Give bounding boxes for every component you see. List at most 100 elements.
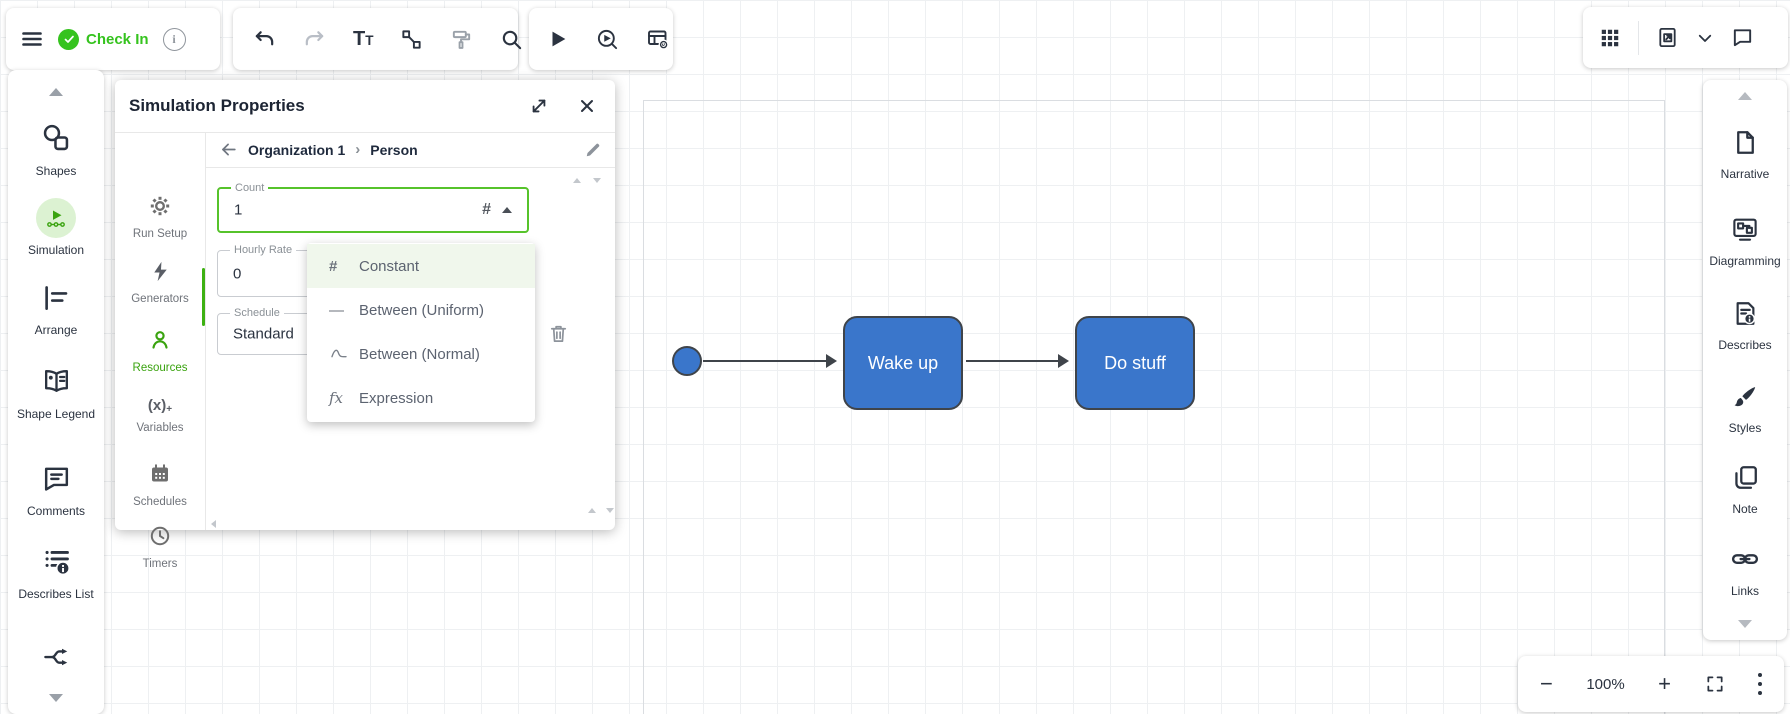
dropdown-option-between-normal[interactable]: Between (Normal) [307,332,535,376]
sidebar-item-simulation[interactable]: Simulation [8,198,104,258]
diagramming-icon [1733,218,1757,241]
node-do-stuff[interactable]: Do stuff [1075,316,1195,410]
delete-resource-button[interactable] [547,322,570,345]
connector-tool-button[interactable] [400,28,423,51]
breadcrumb-current: Person [370,141,418,158]
hourly-rate-field-value: 0 [233,265,242,282]
variables-icon: (x)+ [147,396,173,415]
simulation-dashboard-button[interactable] [646,27,670,51]
count-type-caret-icon[interactable] [502,207,512,213]
expand-panel-button[interactable] [529,96,549,116]
panel-titlebar[interactable]: Simulation Properties [115,80,615,133]
info-icon: i [172,31,176,46]
plus-icon: + [1658,671,1672,696]
sidebar-item-describes[interactable]: Describes [1703,299,1787,353]
breadcrumb-back-button[interactable] [219,140,238,159]
edge-connector[interactable] [966,359,1058,362]
expand-icon [532,99,546,113]
branch-arrows-icon [44,648,68,666]
count-type-dropdown: # Constant — Between (Uniform) Between (… [307,243,535,422]
panel-scroll-left-indicator[interactable] [211,520,216,528]
dropdown-option-between-uniform[interactable]: — Between (Uniform) [329,301,485,319]
redo-button[interactable] [303,28,326,51]
check-in-button[interactable]: Check In [58,28,149,50]
hourly-rate-field-label: Hourly Rate [230,244,297,257]
info-button[interactable]: i [162,27,186,51]
sidebar-item-shapes[interactable]: Shapes [8,122,104,179]
chat-bubble-icon [1733,29,1752,47]
panel-scroll-up-indicator[interactable] [573,178,581,183]
grid-icon [1601,29,1619,46]
zoom-toolbar: − 100% + [1518,656,1784,712]
preview-run-button[interactable] [596,28,619,51]
sidebar-item-narrative[interactable]: Narrative [1703,128,1787,182]
run-simulation-button[interactable] [547,28,569,50]
comments-chat-button[interactable] [1731,26,1754,49]
narrative-icon [1736,131,1754,154]
hamburger-menu-button[interactable] [20,27,44,51]
sidebar-item-shape-legend[interactable]: Shape Legend [8,366,104,422]
shapes-icon [43,124,69,151]
sidebar-item-links[interactable]: Links [1703,544,1787,599]
zoom-level-label[interactable]: 100% [1586,675,1625,693]
left-sidebar-scroll-down[interactable] [8,694,104,702]
right-sidebar-scroll-up[interactable] [1703,92,1787,100]
dropdown-option-expression[interactable]: fx Expression [329,389,434,407]
normal-curve-icon [329,345,359,363]
undo-button[interactable] [253,28,276,51]
sidebar-item-describes-list[interactable]: Describes List [8,546,104,602]
more-options-button[interactable] [1757,671,1762,698]
sidebar-item-share-branch[interactable] [8,642,104,677]
panel-scroll-down-indicator[interactable] [593,178,601,183]
sidebar-item-diagramming[interactable]: Diagramming [1703,214,1787,269]
zoom-in-button[interactable]: + [1658,673,1671,695]
lightning-icon [153,261,167,282]
search-button[interactable] [500,28,523,51]
sidebar-item-comments[interactable]: Comments [8,463,104,519]
calendar-icon [152,464,168,482]
back-arrow-icon [222,143,236,156]
zoom-out-button[interactable]: − [1540,673,1553,695]
edge-connector[interactable] [703,359,826,362]
format-painter-button[interactable] [450,28,473,51]
trash-icon [550,325,567,343]
tab-variables[interactable]: (x)+ Variables [115,393,205,435]
preview-play-icon [597,29,618,49]
sidebar-item-note[interactable]: Note [1703,463,1787,517]
sidebar-item-arrange[interactable]: Arrange [8,283,104,338]
tab-generators[interactable]: Generators [115,260,205,306]
tab-schedules[interactable]: Schedules [115,462,205,509]
paint-roller-icon [453,30,471,49]
tab-timers[interactable]: Timers [115,524,205,571]
sidebar-item-styles[interactable]: Styles [1703,382,1787,436]
arrange-icon [45,286,68,310]
panel-scroll-up-indicator[interactable] [588,508,596,513]
export-dropdown-button[interactable] [1696,29,1714,47]
dropdown-option-constant[interactable]: # Constant [307,244,535,288]
right-sidebar-scroll-down[interactable] [1703,620,1787,628]
edge-arrowhead [1058,354,1069,368]
connector-icon [402,29,422,49]
close-panel-button[interactable] [577,96,597,116]
node-wake-up[interactable]: Wake up [843,316,963,410]
left-sidebar-scroll-up[interactable] [8,88,104,96]
edit-name-button[interactable] [583,140,603,160]
tab-run-setup[interactable]: Run Setup [115,194,205,241]
left-sidebar: Shapes Simulation Arrange Shape Legend C… [8,70,104,714]
fit-to-screen-button[interactable] [1705,674,1725,694]
start-node[interactable] [672,346,702,376]
tab-resources[interactable]: Resources [115,328,205,375]
export-document-button[interactable] [1656,26,1679,49]
panel-scroll-down-indicator[interactable] [606,508,614,513]
apps-grid-button[interactable] [1599,27,1621,49]
breadcrumb-parent[interactable]: Organization 1 [248,141,346,158]
breadcrumb: Organization 1 › Person [205,132,615,168]
search-icon [503,30,522,49]
dashboard-table-icon [648,30,669,50]
play-icon [552,31,566,47]
hamburger-icon [22,32,42,46]
count-field[interactable]: Count 1 # [217,182,529,233]
